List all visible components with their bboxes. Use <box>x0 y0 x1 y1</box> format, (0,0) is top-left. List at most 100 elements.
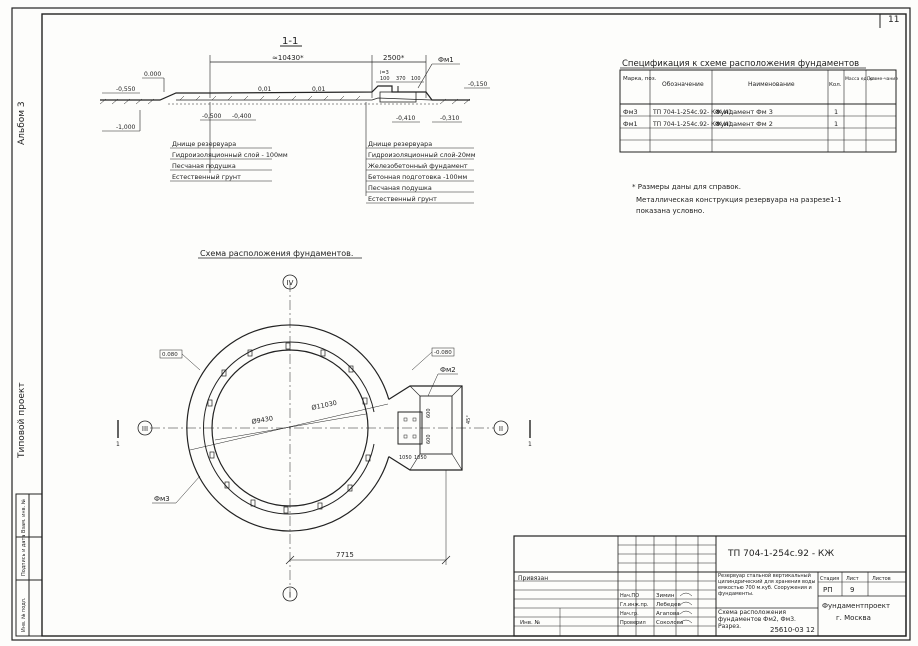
i3-label: i=3 <box>380 70 389 76</box>
axis-bubble-bottom <box>282 586 298 602</box>
spec-h-note: Приме-чание <box>867 76 898 82</box>
right-layer-3: Железобетонный фундамент <box>368 162 468 170</box>
dim-100a: 100 <box>380 76 390 82</box>
cut-right: 1 <box>528 441 532 448</box>
tb-stage-h: Стадия <box>820 576 839 582</box>
lvl-0000: 0.000 <box>144 71 161 78</box>
tb-code: ТП 704-1-254с.92 - КЖ <box>727 549 834 559</box>
pad-outline <box>388 385 463 471</box>
ring-mid <box>203 341 375 515</box>
axis-bubble-top <box>282 274 298 290</box>
tb-role-2: Гл.инж.пр. <box>620 602 649 608</box>
spec-r1-mark: Фм3 <box>623 108 638 116</box>
title-block: Привязан Инв. № Нач.ПО Гл.инж.пр. Нач.гр… <box>513 535 907 637</box>
angle-mark: 45° <box>466 415 472 424</box>
axis-top-label: IV <box>287 279 294 287</box>
tb-sheet-h: Лист <box>846 576 859 582</box>
notes: * Размеры даны для справок. Металлическа… <box>632 183 842 215</box>
lvl-0150: -0,150 <box>468 81 488 88</box>
right-layer-2: Гидроизоляционный слой-20мм <box>368 151 476 159</box>
lvl-0550: -0,550 <box>116 86 136 93</box>
spec-h-mass: Масса ед.,кг. <box>845 76 876 82</box>
spec-r2-oboz: ТП 704-1-254с.92- КЖ.И1 <box>652 121 732 128</box>
inner-ring <box>211 349 369 507</box>
spec-r2-qty: 1 <box>834 120 838 128</box>
lvl-1000: -1,000 <box>116 124 136 131</box>
pad-inner <box>419 395 453 455</box>
right-layer-4: Бетонная подготовка -100мм <box>368 173 467 181</box>
foundation-plan: Схема расположения фундаментов. IV III I… <box>116 249 532 602</box>
dim-2500: 2500* <box>383 54 405 62</box>
dim-100b: 100 <box>411 76 421 82</box>
tb-city: г. Москва <box>836 614 871 622</box>
note-3: показана условно. <box>636 207 704 215</box>
slope-2: 0,01 <box>312 86 326 93</box>
dia-outer-label: Ø11030 <box>311 399 338 412</box>
axis-bubble-left <box>137 420 153 436</box>
tb-inv: Инв. № <box>520 620 540 626</box>
left-layer-4: Естественный грунт <box>172 173 241 181</box>
dim-bottom: 7715 <box>336 551 354 559</box>
left-layer-2: Гидроизоляционный слой - 100мм <box>172 151 288 159</box>
plan-title: Схема расположения фундаментов. <box>200 249 353 258</box>
tb-role-4: Проверил <box>620 620 646 626</box>
tb-sheet-no: 9 <box>850 586 854 594</box>
strip-label-vzam: Взам. инв. № <box>21 498 27 533</box>
strip-label-sign: Подпись и дата <box>21 535 27 576</box>
tb-sheets-h: Листов <box>872 576 891 582</box>
left-layer-list: Днище резервуара Гидроизоляционный слой … <box>170 140 288 182</box>
tb-name-4: Соколова <box>656 620 683 626</box>
dim-diameter: ≈10430* <box>272 54 304 62</box>
right-layer-5: Песчаная подушка <box>368 184 432 192</box>
outer-frame <box>11 7 911 641</box>
tb-org: Фундаментпроект <box>822 602 890 610</box>
section-title: 1-1 <box>282 36 298 47</box>
spec-title: Спецификация к схеме расположения фундам… <box>622 59 859 69</box>
right-layer-list: Днище резервуара Гидроизоляционный слой-… <box>366 140 476 204</box>
fm3-label: Фм3 <box>154 495 170 503</box>
pad-dim-2: 1050 <box>414 455 427 461</box>
left-strip: Инв. № подл. Подпись и дата Взам. инв. № <box>15 493 43 637</box>
fm1-label: Фм1 <box>438 56 454 64</box>
lvl-0500: -0,500 <box>202 113 222 120</box>
spec-h-qty: Кол. <box>829 82 842 88</box>
left-layer-3: Песчаная подушка <box>172 162 236 170</box>
tb-name-2: Лебедев <box>656 602 681 608</box>
lvl-0400: -0,400 <box>232 113 252 120</box>
slope-1: 0,01 <box>258 86 272 93</box>
outer-ring <box>186 324 390 532</box>
inner-frame <box>41 13 907 637</box>
spec-r1-oboz: ТП 704-1-254с.92- КЖ.И1 <box>652 109 732 116</box>
plan-mark-right: -0.080 <box>434 350 452 356</box>
spec-h-oboz: Обозначение <box>662 81 704 88</box>
tipovoy-label: Типовой проект <box>17 382 27 459</box>
anchor-blocks <box>207 342 371 514</box>
pad-dim-1: 1050 <box>399 455 412 461</box>
tb-role-1: Нач.ПО <box>620 593 639 599</box>
fm2-label: Фм2 <box>440 366 456 374</box>
left-layer-1: Днище резервуара <box>172 140 236 148</box>
cut-left: 1 <box>116 441 120 448</box>
dia-inner-label: Ø9430 <box>251 414 274 426</box>
pad-base <box>397 411 423 445</box>
section-1-1: 1-1 ≈10430* 2500* Фм1 i=3 100 370 100 0,… <box>99 36 490 204</box>
axis-right-label: II <box>499 425 503 433</box>
axis-bubble-right <box>493 420 509 436</box>
right-layer-6: Естественный грунт <box>368 195 437 203</box>
tb-privyazan: Привязан <box>518 575 548 582</box>
signature-marks <box>679 592 693 624</box>
spec-r2-name: Фундамент Фм 2 <box>715 120 773 128</box>
spec-r1-qty: 1 <box>834 108 838 116</box>
spec-r2-mark: Фм1 <box>623 120 638 128</box>
spec-r1-name: Фундамент Фм 3 <box>715 108 773 116</box>
dia-inner-line <box>214 413 367 441</box>
lvl-0310: -0,310 <box>440 115 460 122</box>
page-number: 11 <box>888 15 899 25</box>
dia-outer-line <box>189 403 389 451</box>
note-2: Металлическая конструкция резервуара на … <box>636 196 842 204</box>
specification-table: Спецификация к схеме расположения фундам… <box>619 59 898 153</box>
axis-bottom-label: I <box>289 591 291 599</box>
lvl-0410: -0,410 <box>396 115 416 122</box>
spec-h-name: Наименование <box>748 81 795 88</box>
